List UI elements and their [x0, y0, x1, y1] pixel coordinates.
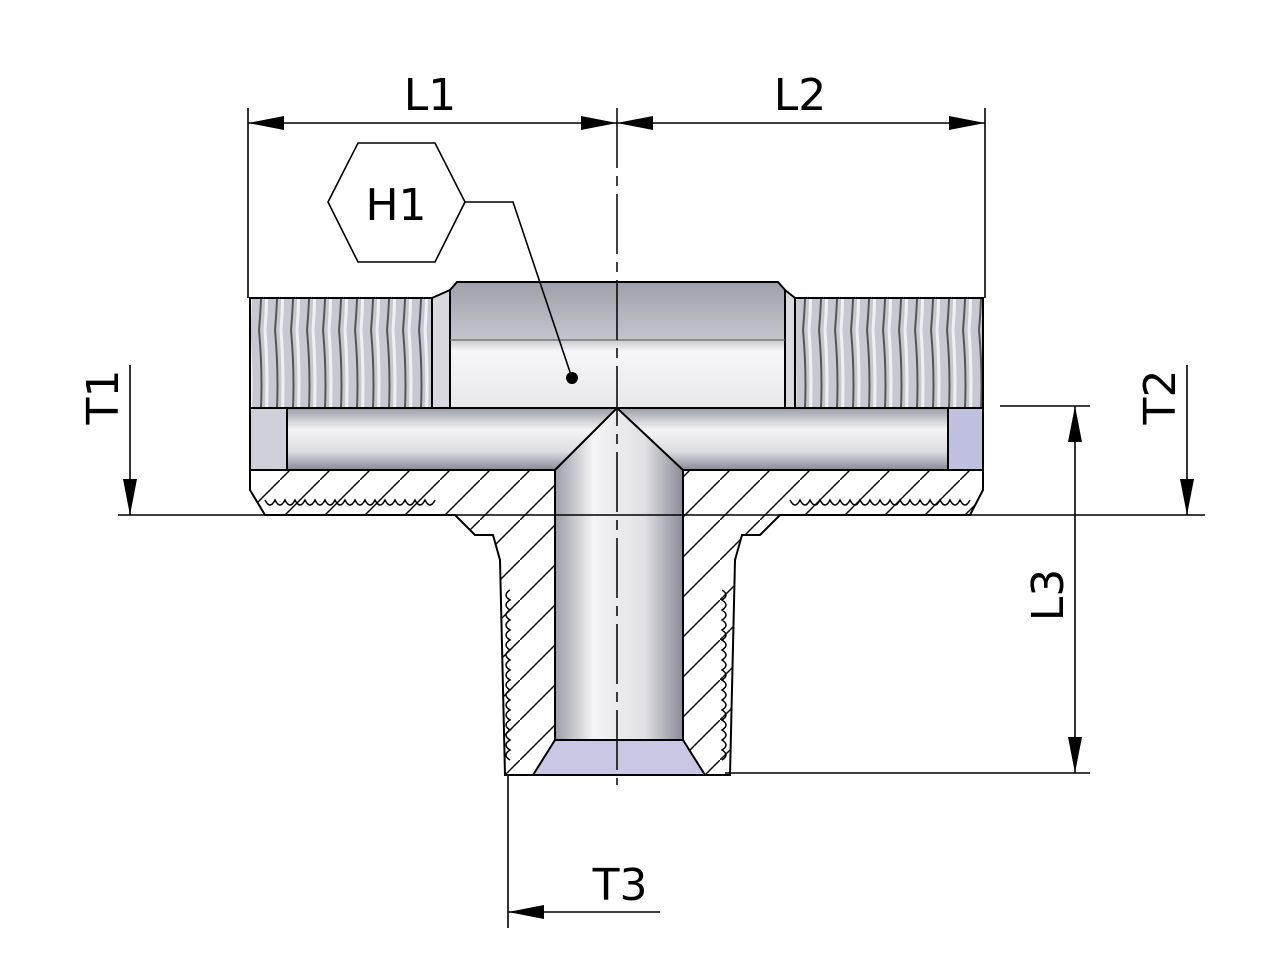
- left-thread: [249, 297, 433, 409]
- dimension-l1-l2: L1 L2: [247, 70, 986, 298]
- label-t2: T2: [1135, 370, 1186, 426]
- dimension-t3: T3: [507, 775, 660, 928]
- label-l2: L2: [774, 70, 827, 121]
- label-t1: T1: [78, 370, 129, 426]
- label-l3: L3: [1023, 569, 1074, 622]
- right-thread: [794, 297, 984, 409]
- dimension-l3: L3: [725, 405, 1090, 774]
- label-h1: H1: [365, 180, 426, 231]
- dimension-t2: T2: [1135, 365, 1194, 515]
- vertical-bore: [554, 406, 684, 741]
- callout-h1: H1: [327, 142, 578, 384]
- label-t3: T3: [592, 860, 648, 911]
- label-l1: L1: [404, 70, 457, 121]
- dimension-t1: T1: [78, 365, 137, 515]
